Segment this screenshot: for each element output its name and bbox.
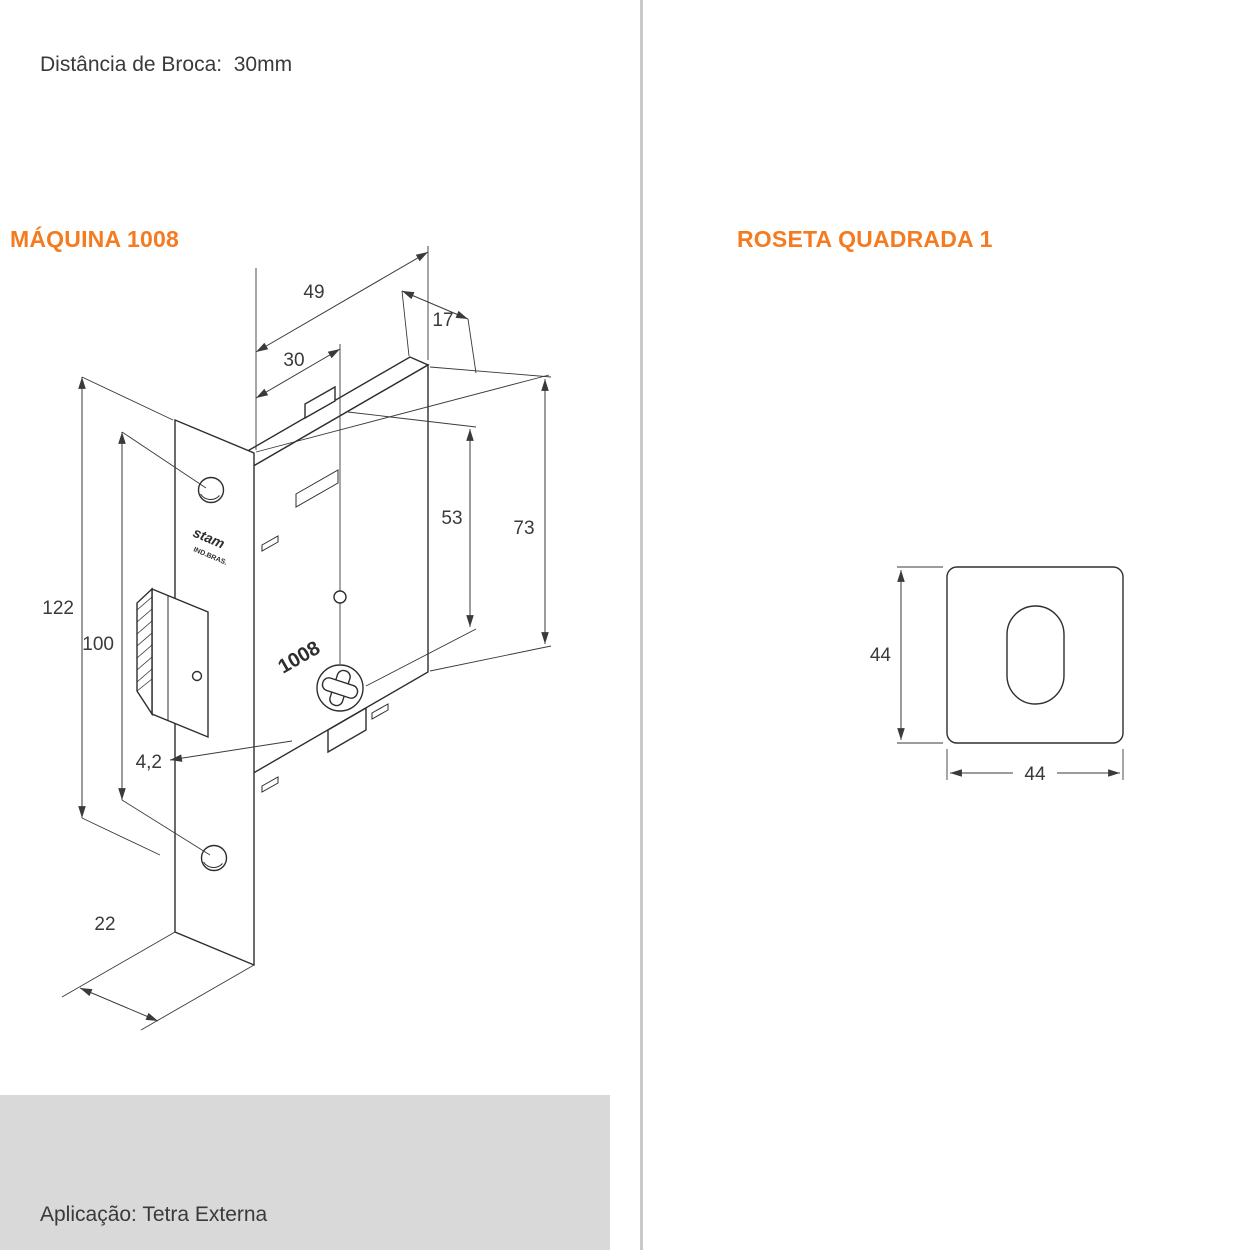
case-bottom-tab [327,706,367,754]
dimension-line-case-thickness [401,290,469,320]
case-slot [261,535,279,552]
dimension-line-plate-width [79,987,159,1022]
dim-label-case-thickness: 17 [432,310,453,331]
spec-footer: Distância de Broca: 30mm Aplicação: Tetr… [0,53,610,1250]
dimension-line-backset [255,348,341,399]
lock-case: 1008 [230,344,430,793]
dim-label-backset: 30 [283,350,304,371]
screw-hole-top [197,476,225,504]
right-panel-title: ROSETA QUADRADA 1 [737,226,993,252]
dim-label-hole-diameter: 4,2 [136,752,162,773]
guide-hole [333,590,347,604]
case-face-notch [295,469,339,508]
latch-hatching [136,596,153,692]
dim-label-screw-spacing: 100 [82,634,114,655]
left-panel-title: MÁQUINA 1008 [10,226,179,252]
dimension-line-case-depth [255,251,429,353]
dimension-lines: 49 17 30 53 73 122 100 4,2 22 [42,251,549,1022]
dim-label-spindle-height: 53 [441,508,462,529]
rosette-drawing: 44 44 [870,566,1124,785]
dim-label-plate-height: 122 [42,598,74,619]
dim-label-plate-width: 22 [94,914,115,935]
spindle-hole [316,664,364,712]
leader-line-hole-diameter [169,740,293,762]
latch-screw [191,670,203,682]
screw-hole-bottom [200,844,228,872]
spec-application: Aplicação: Tetra Externa [40,1203,268,1226]
rosette-key-cutout [1006,605,1065,705]
rosette-square [946,566,1124,744]
case-slot [261,776,279,793]
dim-label-case-depth: 49 [303,282,324,303]
dim-label-rosette-height: 44 [870,645,892,666]
latch-bolt [136,587,209,739]
dim-label-rosette-width: 44 [1024,764,1046,785]
spec-drill-distance: Distância de Broca: 30mm [40,53,293,76]
dim-label-case-height: 73 [513,518,534,539]
case-slot [371,703,389,720]
panel-divider [640,0,643,1250]
